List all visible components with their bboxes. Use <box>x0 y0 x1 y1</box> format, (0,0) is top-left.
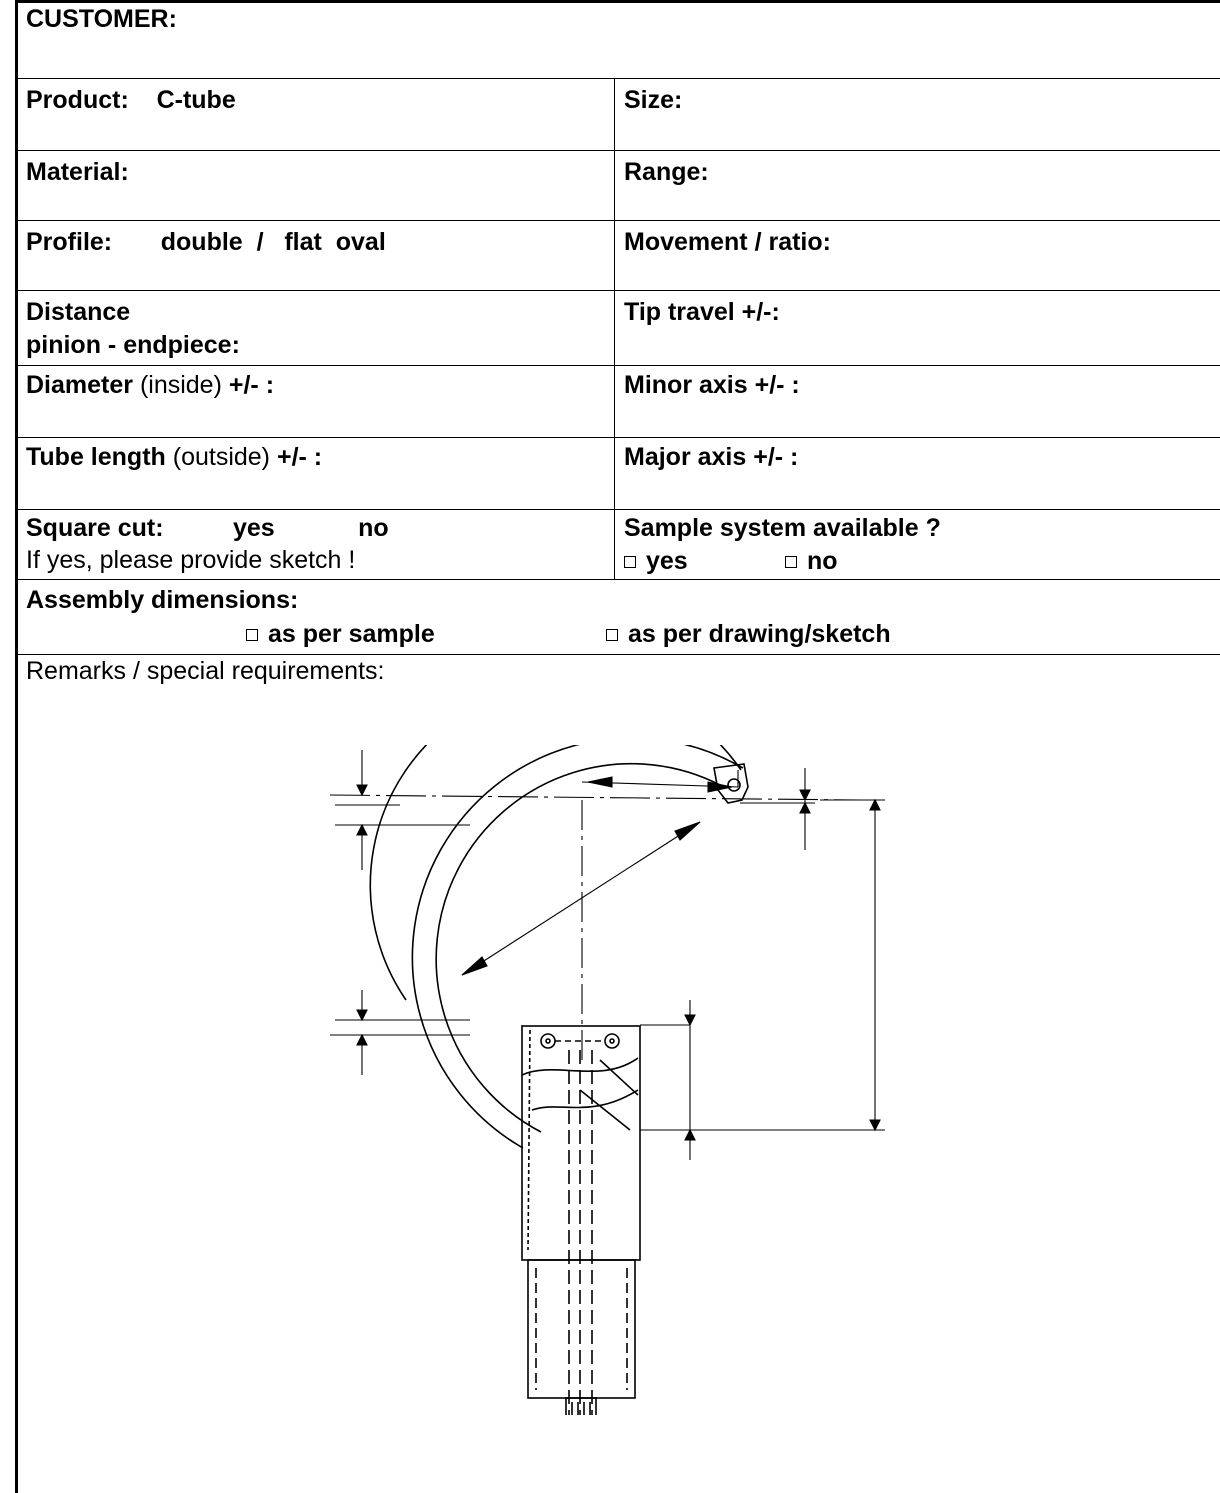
profile-label: Profile: <box>26 228 113 256</box>
minor-axis-cell: Minor axis +/- : <box>616 366 1220 437</box>
square-cut-label: Square cut: <box>26 514 164 542</box>
customer-label: CUSTOMER: <box>26 5 177 33</box>
sample-yes-label: yes <box>646 547 688 575</box>
distance-cell: Distance pinion - endpiece: <box>18 291 615 365</box>
profile-options: double / flat oval <box>160 228 386 256</box>
material-label: Material: <box>26 158 129 186</box>
profile-cell: Profile: double / flat oval <box>18 221 615 290</box>
profile-movement-row: Profile: double / flat oval Movement / r… <box>18 221 1220 291</box>
profile-field: Profile: double / flat oval <box>26 229 386 256</box>
sample-no-checkbox[interactable] <box>784 556 797 568</box>
assembly-sample-label: as per sample <box>268 620 435 648</box>
tip-endpiece <box>713 763 749 804</box>
diameter-field: Diameter (inside) +/- : <box>26 372 274 399</box>
assembly-sample-checkbox[interactable] <box>246 629 258 641</box>
movement-cell: Movement / ratio: <box>616 221 1220 290</box>
square-cut-no[interactable]: no <box>358 514 389 542</box>
sample-system-label: Sample system available ? <box>624 514 941 542</box>
square-cut-yes[interactable]: yes <box>233 514 275 542</box>
tube-length-tolerance: +/- : <box>276 443 323 471</box>
product-value: C-tube <box>156 86 236 114</box>
diameter-tolerance: +/- : <box>228 371 275 399</box>
c-tube-outer-arc <box>411 745 744 1149</box>
range-cell: Range: <box>616 151 1220 220</box>
material-range-row: Material: Range: <box>18 151 1220 221</box>
product-label: Product: <box>26 86 129 114</box>
socket-block <box>521 1025 641 1261</box>
assembly-drawing-label: as per drawing/sketch <box>628 620 891 648</box>
assembly-row: Assembly dimensions: as per sample as pe… <box>18 580 1220 655</box>
distance-label-line1: Distance <box>26 298 131 326</box>
c-tube-drawing <box>329 745 885 1415</box>
distance-label-line2: pinion - endpiece: <box>26 331 240 359</box>
sample-system-cell: Sample system available ? yes no <box>616 510 1220 579</box>
sample-system-options: yes no <box>624 548 838 575</box>
range-label: Range: <box>624 158 709 186</box>
tube-length-cell: Tube length (outside) +/- : <box>18 438 615 509</box>
minor-axis-label: Minor axis +/- : <box>624 371 800 399</box>
square-cut-note: If yes, please provide sketch ! <box>26 546 356 574</box>
diameter-label: Diameter <box>26 371 133 399</box>
remarks-label: Remarks / special requirements: <box>26 657 385 685</box>
diameter-dimension-line <box>461 821 701 976</box>
tube-length-field: Tube length (outside) +/- : <box>26 444 322 471</box>
assembly-drawing-checkbox[interactable] <box>606 629 618 641</box>
major-axis-cell: Major axis +/- : <box>616 438 1220 509</box>
tube-length-qualifier: (outside) <box>165 443 277 471</box>
tube-length-label: Tube length <box>26 443 166 471</box>
diameter-minor-row: Diameter (inside) +/- : Minor axis +/- : <box>18 366 1220 438</box>
square-cut-cell: Square cut: yes no If yes, please provid… <box>18 510 615 579</box>
customer-row: CUSTOMER: <box>18 3 1220 79</box>
square-sample-row: Square cut: yes no If yes, please provid… <box>18 510 1220 580</box>
product-cell: Product: C-tube <box>18 79 615 150</box>
threaded-stem <box>527 1259 636 1399</box>
assembly-option-sample: as per sample <box>246 621 435 648</box>
size-cell: Size: <box>616 79 1220 150</box>
square-cut-field: Square cut: yes no <box>26 515 389 542</box>
product-field: Product: C-tube <box>26 87 236 114</box>
diameter-cell: Diameter (inside) +/- : <box>18 366 615 437</box>
assembly-label: Assembly dimensions: <box>26 586 299 614</box>
movement-label: Movement / ratio: <box>624 228 831 256</box>
product-size-row: Product: C-tube Size: <box>18 79 1220 151</box>
assembly-option-drawing: as per drawing/sketch <box>606 621 891 648</box>
tip-travel-label: Tip travel +/-: <box>624 298 780 326</box>
major-axis-label: Major axis +/- : <box>624 443 799 471</box>
sample-yes-checkbox[interactable] <box>624 556 636 568</box>
c-tube-specification-form: CUSTOMER: Product: C-tube Size: Material… <box>15 0 1220 1493</box>
material-cell: Material: <box>18 151 615 220</box>
size-label: Size: <box>624 86 683 114</box>
tube-major-row: Tube length (outside) +/- : Major axis +… <box>18 438 1220 510</box>
sample-no-label: no <box>806 547 838 575</box>
tip-travel-cell: Tip travel +/-: <box>616 291 1220 365</box>
diameter-qualifier: (inside) <box>133 371 229 399</box>
distance-tip-row: Distance pinion - endpiece: Tip travel +… <box>18 291 1220 366</box>
